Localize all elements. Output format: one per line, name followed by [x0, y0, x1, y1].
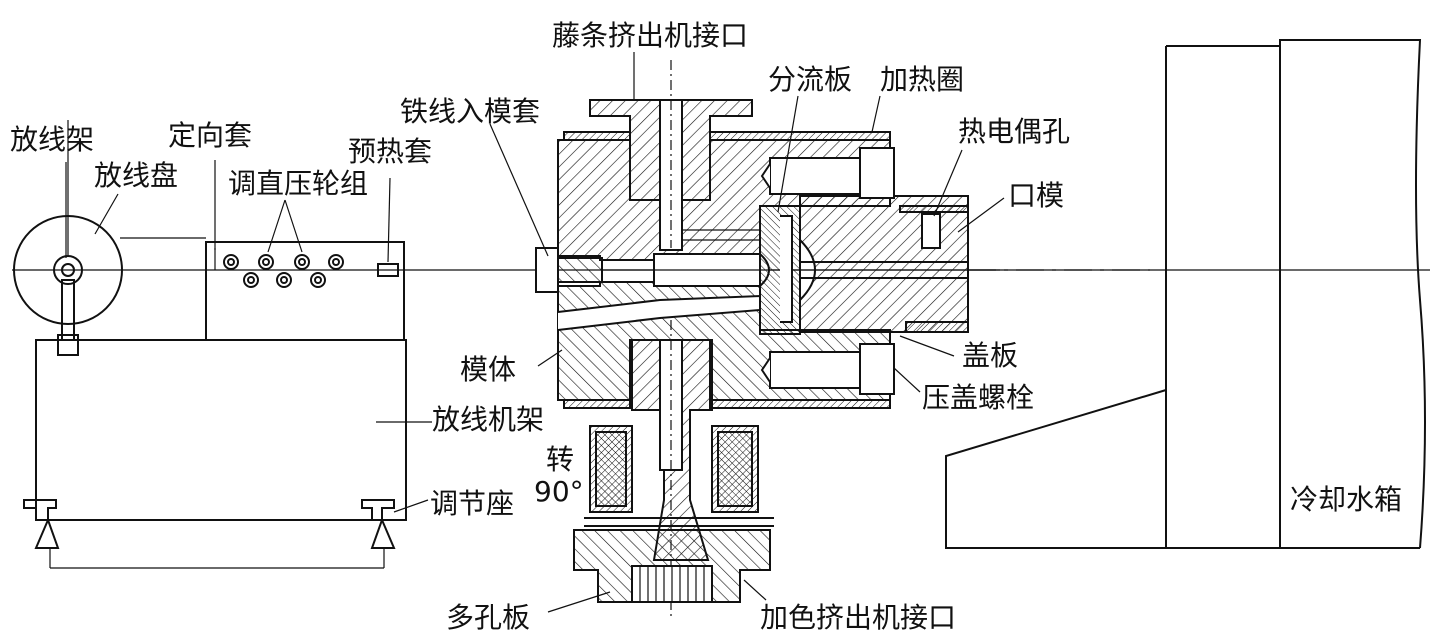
label-cover-plate: 盖板 — [962, 339, 1019, 372]
payoff-frame — [23, 339, 407, 569]
die-leaders — [489, 52, 1005, 613]
label-cooling-tank: 冷却水箱 — [1290, 483, 1403, 516]
label-splitter-plate: 分流板 — [768, 63, 853, 96]
label-payoff-reel: 放线盘 — [94, 159, 179, 192]
label-cover-bolt: 压盖螺栓 — [922, 381, 1035, 414]
straightening-box — [120, 237, 405, 341]
perforated-plate-flange — [573, 529, 771, 603]
cooling-tank — [945, 39, 1426, 549]
label-die-mouth: 口模 — [1008, 179, 1065, 212]
label-straightening-rollers: 调直压轮组 — [228, 167, 369, 200]
label-payoff-frame: 放线机架 — [432, 403, 545, 436]
label-wire-guide-sleeve: 铁线入模套 — [400, 95, 541, 128]
label-turn-angle: 90° — [534, 475, 584, 508]
label-turn: 转 — [546, 443, 575, 476]
label-thermocouple-hole: 热电偶孔 — [958, 115, 1071, 148]
left-leaders — [65, 160, 432, 513]
label-die-body: 模体 — [460, 353, 517, 386]
label-adjust-seat: 调节座 — [430, 487, 515, 520]
die-mouth — [799, 195, 1150, 333]
payoff-reel — [13, 120, 123, 356]
label-payoff-stand: 放线架 — [10, 123, 95, 156]
label-preheat-sleeve: 预热套 — [348, 135, 433, 168]
label-color-extruder-inlet: 加色挤出机接口 — [760, 601, 957, 634]
label-perforated-plate: 多孔板 — [446, 601, 531, 634]
label-guide-sleeve: 定向套 — [168, 119, 253, 152]
rattan-inlet — [589, 60, 760, 251]
cover-bolts — [760, 147, 895, 395]
label-rattan-extruder-inlet: 藤条挤出机接口 — [552, 19, 749, 52]
label-heating-ring: 加热圈 — [880, 63, 965, 96]
splitter-plate — [759, 205, 801, 335]
color-inlet — [584, 320, 774, 620]
